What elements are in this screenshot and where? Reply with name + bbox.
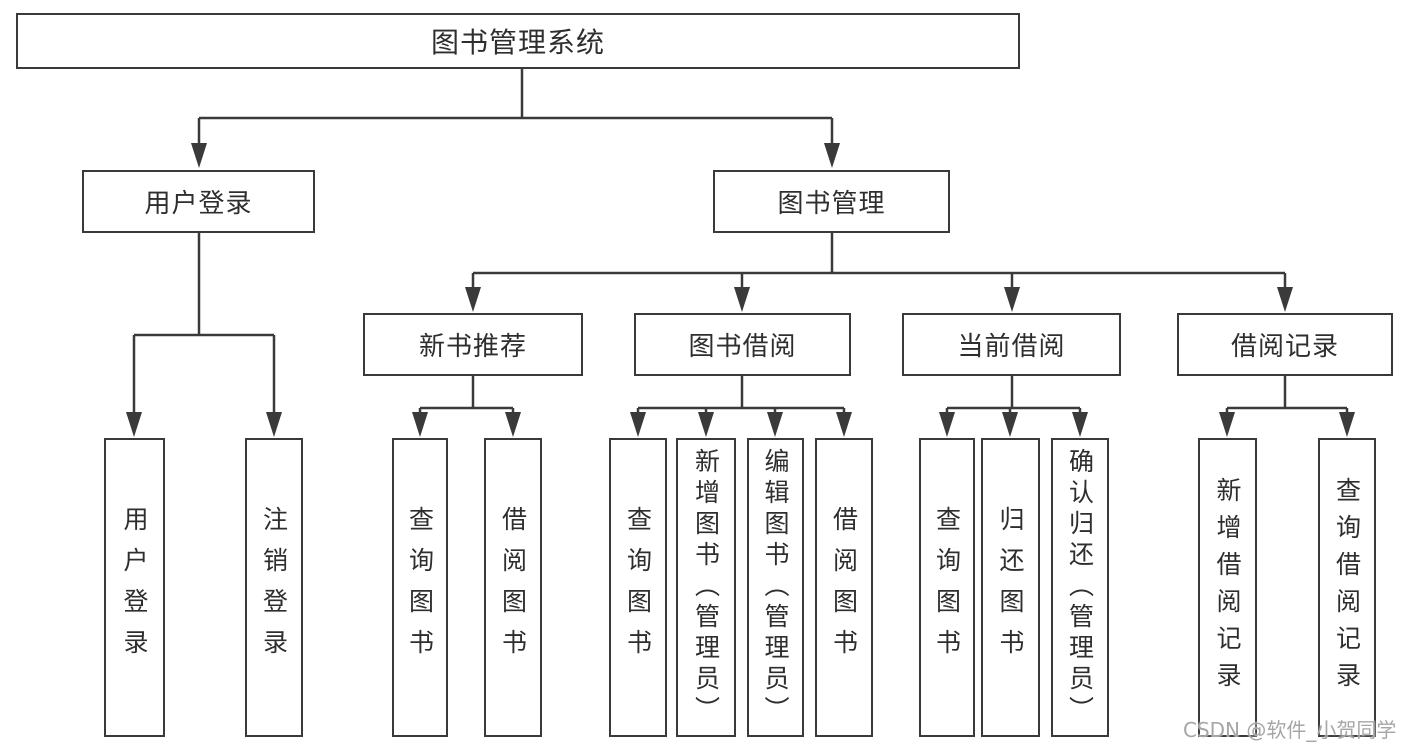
leaf-borrow-books-borrow: 借阅图书 [815, 438, 873, 737]
node-current-borrow: 当前借阅 [902, 313, 1121, 376]
root-to-level2-wire [197, 69, 834, 146]
node-user-login: 用户登录 [82, 170, 315, 233]
leaf-label: 查询图书 [405, 505, 435, 670]
book-management-to-level3-wire [471, 233, 1287, 290]
leaf-label: 编辑图书（管理员） [761, 448, 790, 727]
leaf-label: 借阅图书 [498, 505, 528, 670]
leaf-label: 用户登录 [120, 505, 149, 670]
leaf-logout-login: 注销登录 [245, 438, 303, 737]
leaf-label: 查询图书 [623, 505, 653, 670]
node-root-system: 图书管理系统 [16, 13, 1020, 69]
leaf-label: 查询借阅记录 [1332, 476, 1362, 699]
new-book-recommend-to-leaves-wire [418, 376, 515, 415]
leaf-return-books: 归还图书 [981, 438, 1040, 737]
leaf-edit-books-admin: 编辑图书（管理员） [747, 438, 804, 737]
leaf-label: 查询图书 [932, 505, 962, 670]
csdn-watermark: CSDN @软件_小贺同学 [1183, 718, 1397, 742]
arrowheads-leaves [126, 412, 1355, 437]
node-borrow-records: 借阅记录 [1177, 313, 1393, 376]
leaf-query-books-borrow: 查询图书 [609, 438, 667, 737]
leaf-borrow-books-recommend: 借阅图书 [484, 438, 542, 737]
leaf-query-books-current: 查询图书 [919, 438, 975, 737]
arrowheads-level3 [465, 287, 1293, 312]
leaf-label: 借阅图书 [829, 505, 859, 670]
leaf-add-books-admin: 新增图书（管理员） [676, 438, 736, 737]
leaf-query-books-recommend: 查询图书 [392, 438, 448, 737]
leaf-label: 新增图书（管理员） [691, 448, 721, 727]
leaf-label: 归还图书 [996, 505, 1025, 670]
node-book-borrow: 图书借阅 [634, 313, 851, 376]
book-borrow-to-leaves-wire [636, 376, 846, 415]
node-book-management: 图书管理 [713, 170, 950, 233]
node-new-book-recommend: 新书推荐 [363, 313, 583, 376]
leaf-query-borrow-record: 查询借阅记录 [1318, 438, 1376, 737]
leaf-add-borrow-record: 新增借阅记录 [1198, 438, 1257, 737]
leaf-label: 确认归还（管理员） [1065, 448, 1095, 727]
leaf-confirm-return-admin: 确认归还（管理员） [1051, 438, 1109, 737]
leaf-label: 新增借阅记录 [1213, 476, 1242, 699]
current-borrow-to-leaves-wire [945, 376, 1082, 415]
user-login-to-leaves-wire [132, 233, 276, 415]
leaf-user-login: 用户登录 [104, 438, 165, 737]
leaf-label: 注销登录 [259, 505, 289, 670]
borrow-records-to-leaves-wire [1225, 376, 1349, 415]
arrowheads-level2 [191, 143, 840, 168]
